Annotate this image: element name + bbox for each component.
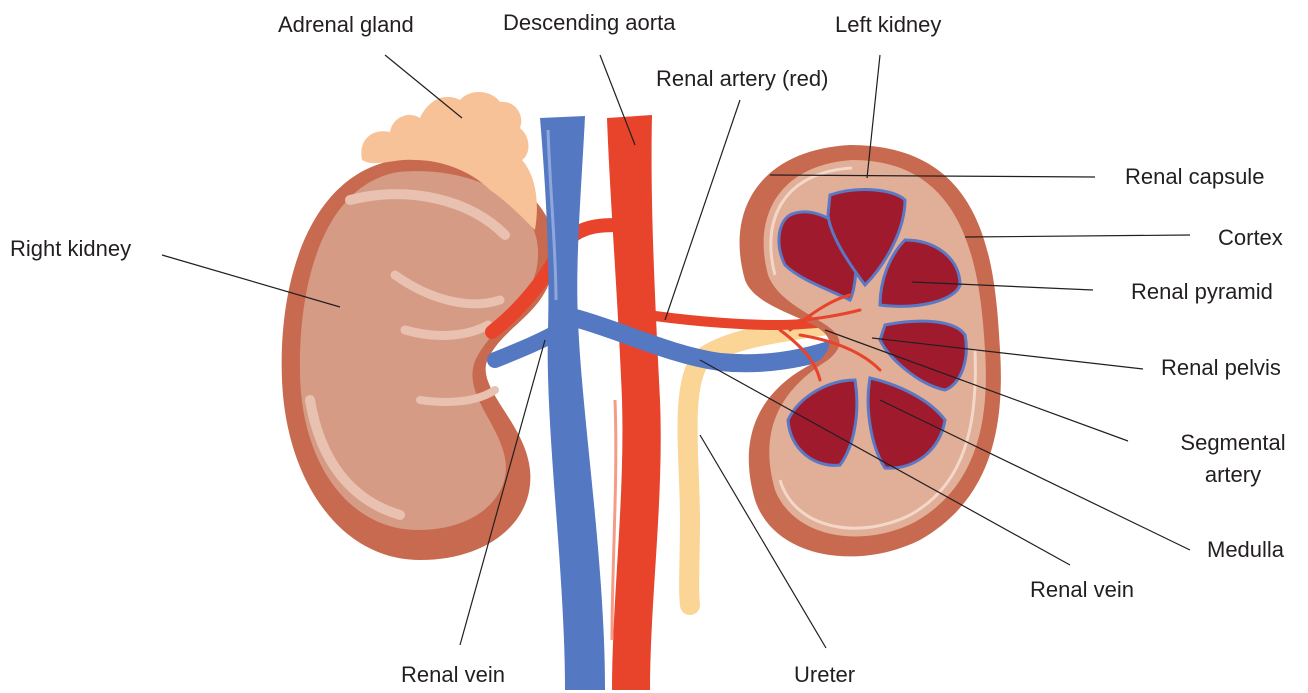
label-renal-artery: Renal artery (red) — [656, 66, 828, 92]
leader-adrenal-gland — [385, 55, 462, 118]
label-ureter: Ureter — [794, 662, 855, 688]
label-renal-pyramid: Renal pyramid — [1131, 279, 1273, 305]
left-kidney — [740, 145, 1001, 556]
label-renal-capsule: Renal capsule — [1125, 164, 1264, 190]
label-left-kidney: Left kidney — [835, 12, 941, 38]
label-renal-vein-bottom: Renal vein — [401, 662, 505, 688]
label-renal-pelvis: Renal pelvis — [1161, 355, 1281, 381]
vena-cava — [540, 116, 605, 690]
label-cortex: Cortex — [1218, 225, 1283, 251]
label-segmental-artery-line2: artery — [1168, 462, 1298, 488]
label-segmental-artery-line1: Segmental — [1168, 430, 1298, 456]
leader-cortex — [965, 235, 1190, 237]
label-segmental-artery: Segmental artery — [1168, 430, 1298, 489]
label-renal-vein-right: Renal vein — [1030, 577, 1134, 603]
label-adrenal-gland: Adrenal gland — [278, 12, 414, 38]
label-descending-aorta: Descending aorta — [503, 10, 675, 36]
label-right-kidney: Right kidney — [10, 236, 131, 262]
leader-renal-artery — [665, 100, 740, 320]
label-medulla: Medulla — [1207, 537, 1284, 563]
